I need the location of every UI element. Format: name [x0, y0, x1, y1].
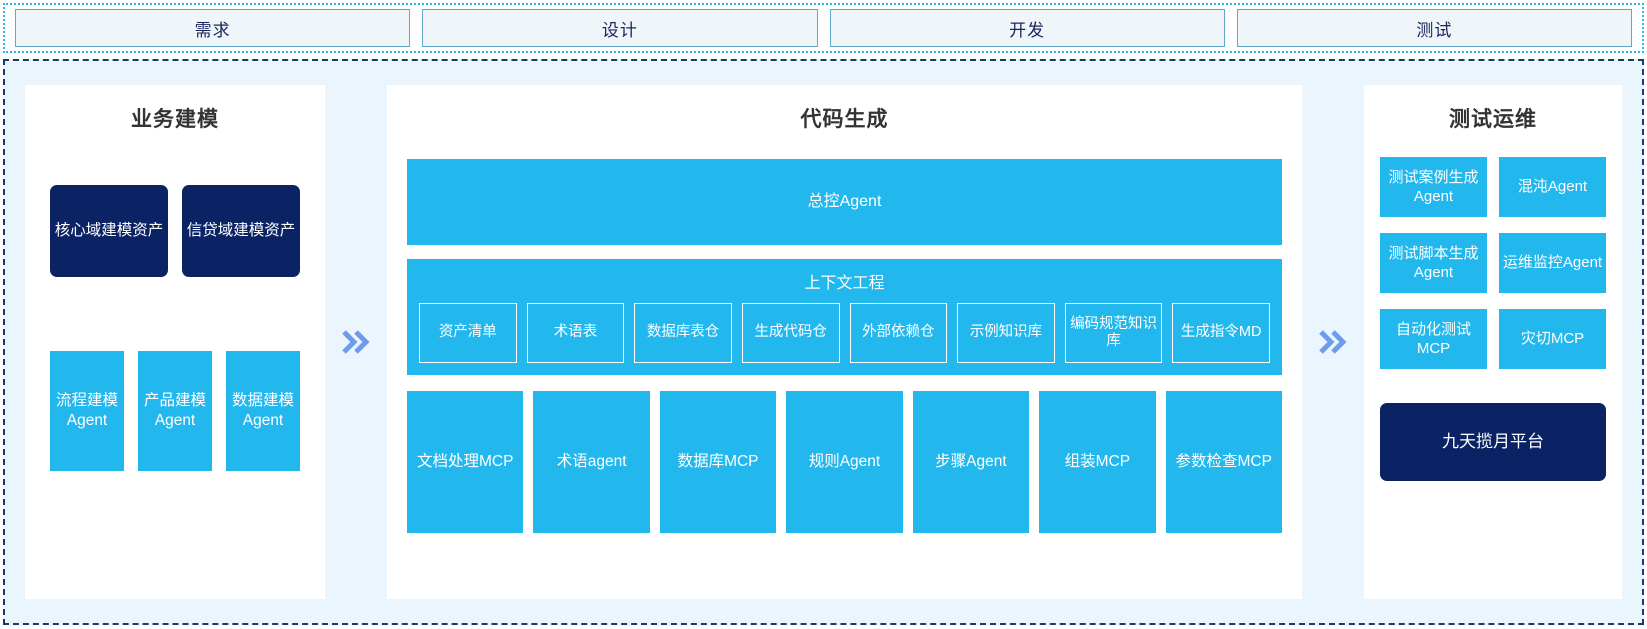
test-ops-label: 灾切MCP: [1520, 330, 1585, 348]
test-case-generation-agent[interactable]: 测试案例生成Agent: [1380, 157, 1487, 217]
double-chevron-right-icon: [342, 330, 370, 354]
test-ops-label: 自动化测试MCP: [1395, 320, 1471, 358]
tool-label: 参数检查MCP: [1175, 452, 1272, 470]
context-engineering-items: 资产清单 术语表 数据库表仓 生成代码仓 外部依赖仓: [419, 303, 1270, 363]
asset-label: 核心域建模资产: [54, 222, 164, 240]
automated-test-mcp[interactable]: 自动化测试MCP: [1380, 309, 1487, 369]
asset-core-domain[interactable]: 核心域建模资产: [50, 185, 168, 277]
ctx-item-glossary[interactable]: 术语表: [526, 303, 625, 363]
code-generation-tools: 文档处理MCP 术语agent 数据库MCP 规则Agent 步骤Agent: [407, 391, 1282, 533]
phase-tab-design[interactable]: 设计: [422, 9, 818, 47]
test-ops-body: 测试案例生成Agent 混沌Agent 测试脚本生成Agent 运维监控Agen…: [1364, 133, 1622, 481]
phase-label: 开发: [1009, 20, 1046, 40]
test-script-generation-agent[interactable]: 测试脚本生成Agent: [1380, 233, 1487, 293]
ctx-item-label: 编码规范知识库: [1070, 315, 1158, 349]
phase-label: 设计: [601, 20, 638, 40]
tool-database-mcp[interactable]: 数据库MCP: [659, 391, 777, 533]
test-ops-label: 运维监控Agent: [1502, 254, 1603, 272]
panel-title-code-generation: 代码生成: [800, 108, 889, 131]
asset-credit-domain[interactable]: 信贷域建模资产: [182, 185, 300, 277]
platform-label: 九天揽月平台: [1442, 432, 1544, 452]
ctx-item-db-table-repo[interactable]: 数据库表仓: [634, 303, 732, 363]
phase-band: 需求 设计 开发 测试: [3, 3, 1644, 53]
ctx-item-coding-standard-knowledge-base[interactable]: 编码规范知识库: [1064, 303, 1163, 363]
arrow-left-to-center: [325, 85, 387, 599]
asset-label: 信贷域建模资产: [186, 222, 296, 240]
panel-business-modeling: 业务建模 核心域建模资产 信贷域建模资产 流程建模Agent 产品建模Agent…: [25, 85, 325, 599]
tool-parameter-check-mcp[interactable]: 参数检查MCP: [1165, 391, 1282, 533]
tool-glossary-agent[interactable]: 术语agent: [533, 391, 650, 533]
agent-product-modeling[interactable]: 产品建模Agent: [138, 351, 212, 471]
tool-label: 组装MCP: [1064, 452, 1131, 470]
panel-title-business-modeling: 业务建模: [131, 108, 219, 131]
agent-label: 产品建模Agent: [143, 391, 206, 429]
test-ops-label: 混沌Agent: [1517, 178, 1588, 196]
ctx-item-label: 生成代码仓: [754, 324, 827, 341]
ctx-item-label: 术语表: [553, 324, 598, 341]
ctx-item-label: 生成指令MD: [1180, 324, 1262, 341]
main-region: 业务建模 核心域建模资产 信贷域建模资产 流程建模Agent 产品建模Agent…: [3, 59, 1644, 625]
phase-tab-requirements[interactable]: 需求: [15, 9, 411, 47]
panel-test-ops: 测试运维 测试案例生成Agent 混沌Agent 测试脚本生成Agent 运维监…: [1364, 85, 1622, 599]
agent-label: 流程建模Agent: [55, 391, 118, 429]
tool-rule-agent[interactable]: 规则Agent: [786, 391, 903, 533]
disaster-switch-mcp[interactable]: 灾切MCP: [1499, 309, 1606, 369]
master-agent-label: 总控Agent: [807, 192, 882, 210]
panel-title-test-ops: 测试运维: [1449, 108, 1537, 131]
phase-tab-development[interactable]: 开发: [829, 9, 1225, 47]
business-agent-group: 流程建模Agent 产品建模Agent 数据建模Agent: [25, 351, 325, 471]
ctx-item-label: 外部依赖仓: [862, 324, 935, 341]
test-ops-label: 测试案例生成Agent: [1388, 168, 1479, 206]
ctx-item-asset-list[interactable]: 资产清单: [419, 303, 517, 363]
ctx-item-example-knowledge-base[interactable]: 示例知识库: [957, 303, 1055, 363]
context-engineering-title: 上下文工程: [804, 275, 885, 292]
ctx-item-label: 数据库表仓: [646, 324, 720, 341]
test-ops-grid: 测试案例生成Agent 混沌Agent 测试脚本生成Agent 运维监控Agen…: [1380, 157, 1606, 369]
ctx-item-label: 示例知识库: [969, 324, 1043, 341]
tool-step-agent[interactable]: 步骤Agent: [912, 391, 1030, 533]
context-engineering-block: 上下文工程 资产清单 术语表 数据库表仓 生成代码仓: [407, 259, 1282, 375]
business-asset-group: 核心域建模资产 信贷域建模资产: [25, 185, 325, 277]
phase-label: 需求: [194, 20, 231, 40]
arrow-center-to-right: [1302, 85, 1364, 599]
tool-label: 术语agent: [556, 452, 627, 470]
phase-tab-testing[interactable]: 测试: [1236, 9, 1632, 47]
double-chevron-right-icon: [1319, 330, 1347, 354]
ctx-item-external-dependency-repo[interactable]: 外部依赖仓: [849, 303, 948, 363]
ctx-item-generated-code-repo[interactable]: 生成代码仓: [741, 303, 840, 363]
chaos-agent[interactable]: 混沌Agent: [1499, 157, 1606, 217]
tool-label: 步骤Agent: [935, 452, 1007, 470]
ops-monitoring-agent[interactable]: 运维监控Agent: [1499, 233, 1606, 293]
tool-assembly-mcp[interactable]: 组装MCP: [1039, 391, 1156, 533]
platform-box[interactable]: 九天揽月平台: [1380, 403, 1606, 481]
ctx-item-generation-instruction-md[interactable]: 生成指令MD: [1172, 303, 1270, 363]
ctx-item-label: 资产清单: [438, 324, 497, 341]
agent-label: 数据建模Agent: [231, 391, 294, 429]
code-generation-body: 总控Agent 上下文工程 资产清单 术语表 数据库表仓: [387, 133, 1302, 533]
phase-label: 测试: [1416, 20, 1453, 40]
test-ops-label: 测试脚本生成Agent: [1388, 244, 1479, 282]
tool-label: 数据库MCP: [677, 452, 759, 470]
panel-code-generation: 代码生成 总控Agent 上下文工程 资产清单 术语表: [387, 85, 1302, 599]
agent-process-modeling[interactable]: 流程建模Agent: [50, 351, 124, 471]
master-agent-box[interactable]: 总控Agent: [407, 159, 1282, 245]
tool-document-processing-mcp[interactable]: 文档处理MCP: [407, 391, 524, 533]
tool-label: 文档处理MCP: [416, 452, 514, 470]
tool-label: 规则Agent: [808, 452, 881, 470]
agent-data-modeling[interactable]: 数据建模Agent: [226, 351, 300, 471]
